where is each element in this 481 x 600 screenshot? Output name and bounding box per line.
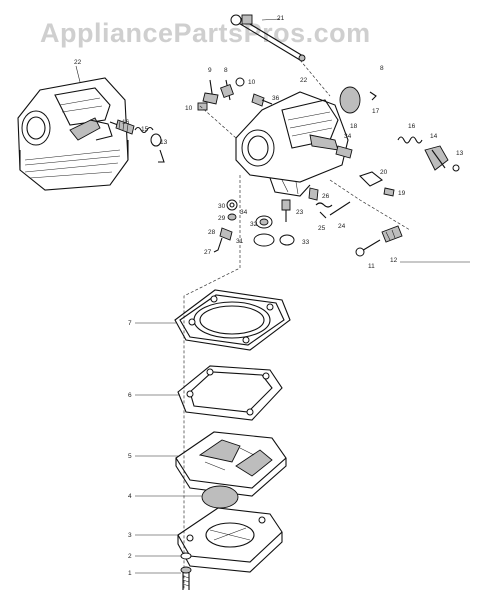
callout-30: 30 [218, 203, 226, 210]
watermark-logo: AppliancePartsPros.com [40, 18, 371, 48]
assembly-line-top [299, 59, 331, 97]
nut-10-left [197, 102, 208, 111]
washer-10-top [235, 77, 245, 87]
callout-16-right: 16 [408, 123, 416, 130]
assembly-line-upper-left [199, 105, 237, 139]
callout-34-lower: 34 [240, 209, 248, 216]
lever-14 [424, 145, 449, 171]
screw-9 [202, 79, 219, 105]
callout-33: 33 [302, 239, 310, 246]
seat-32 [255, 215, 273, 229]
callout-1: 1 [128, 570, 132, 577]
callout-2: 2 [128, 553, 132, 560]
callout-16-inset: 16 [122, 119, 130, 126]
spring-16-right [397, 136, 423, 144]
valve-27 [213, 237, 223, 253]
lever-20 [358, 171, 384, 187]
inset-carburetor-body [17, 77, 129, 191]
screw-1 [180, 566, 192, 590]
callout-10-left: 10 [185, 105, 193, 112]
callout-17: 17 [372, 108, 380, 115]
callout-9: 9 [208, 67, 212, 74]
callout-21: 21 [277, 15, 285, 22]
clip-17 [369, 91, 377, 101]
callout-18: 18 [350, 123, 358, 130]
callout-8-top: 8 [224, 67, 228, 74]
inset-pin-13 [158, 149, 165, 163]
callout-3: 3 [128, 532, 132, 539]
callout-10-top: 10 [248, 79, 256, 86]
callout-25: 25 [318, 225, 326, 232]
gasket-31 [253, 233, 275, 247]
diaphragm-6 [177, 365, 283, 421]
callout-22-main: 22 [300, 77, 308, 84]
pump-body-5 [175, 431, 287, 497]
callout-28: 28 [208, 229, 216, 236]
callout-22-inset: 22 [74, 59, 82, 66]
callout-23: 23 [296, 209, 304, 216]
spring-12 [381, 225, 403, 243]
callout-8-right: 8 [380, 65, 384, 72]
throttle-plate [339, 86, 361, 114]
callout-6: 6 [128, 392, 132, 399]
callout-15: 15 [141, 126, 149, 133]
inset-spring-15 [134, 126, 162, 147]
spring-34-right [335, 145, 353, 159]
callout-4: 4 [128, 493, 132, 500]
callout-20: 20 [380, 169, 388, 176]
washer-30 [226, 199, 238, 211]
callout-24: 24 [338, 223, 346, 230]
main-carburetor-body [235, 91, 349, 197]
callout-32: 32 [250, 221, 258, 228]
screen-33 [279, 234, 295, 246]
screw-29 [227, 213, 237, 221]
callout-36: 36 [272, 95, 280, 102]
callout-34-right: 34 [344, 133, 352, 140]
throttle-shaft [230, 14, 306, 62]
callout-13-right: 13 [456, 150, 464, 157]
callout-5: 5 [128, 453, 132, 460]
callout-12: 12 [390, 257, 398, 264]
screw-23 [281, 199, 291, 222]
needle-24 [329, 201, 351, 216]
diaphragm-disc-4 [201, 485, 239, 509]
gasket-7 [174, 289, 291, 351]
callout-19: 19 [398, 190, 406, 197]
needle-28 [219, 227, 233, 241]
callout-11: 11 [368, 263, 375, 270]
spring-25 [315, 202, 333, 219]
screw-26 [308, 187, 319, 201]
callout-7: 7 [128, 320, 132, 327]
screw-11 [355, 239, 381, 257]
inset-screw-16 [109, 119, 135, 135]
callout-14: 14 [430, 133, 438, 140]
callout-13-inset: 13 [160, 139, 168, 146]
leader-lines [75, 18, 470, 574]
screw-36 [251, 93, 273, 107]
callout-26: 26 [322, 193, 330, 200]
assembly-line-main [183, 175, 241, 590]
pin-13-right [452, 164, 460, 172]
screw-8 [220, 79, 234, 101]
cover-3 [177, 507, 283, 573]
assembly-line-right [329, 179, 411, 231]
callout-29: 29 [218, 215, 226, 222]
callout-31: 31 [236, 238, 244, 245]
screw-19 [383, 187, 395, 197]
washer-2 [180, 552, 192, 560]
callout-27: 27 [204, 249, 212, 256]
